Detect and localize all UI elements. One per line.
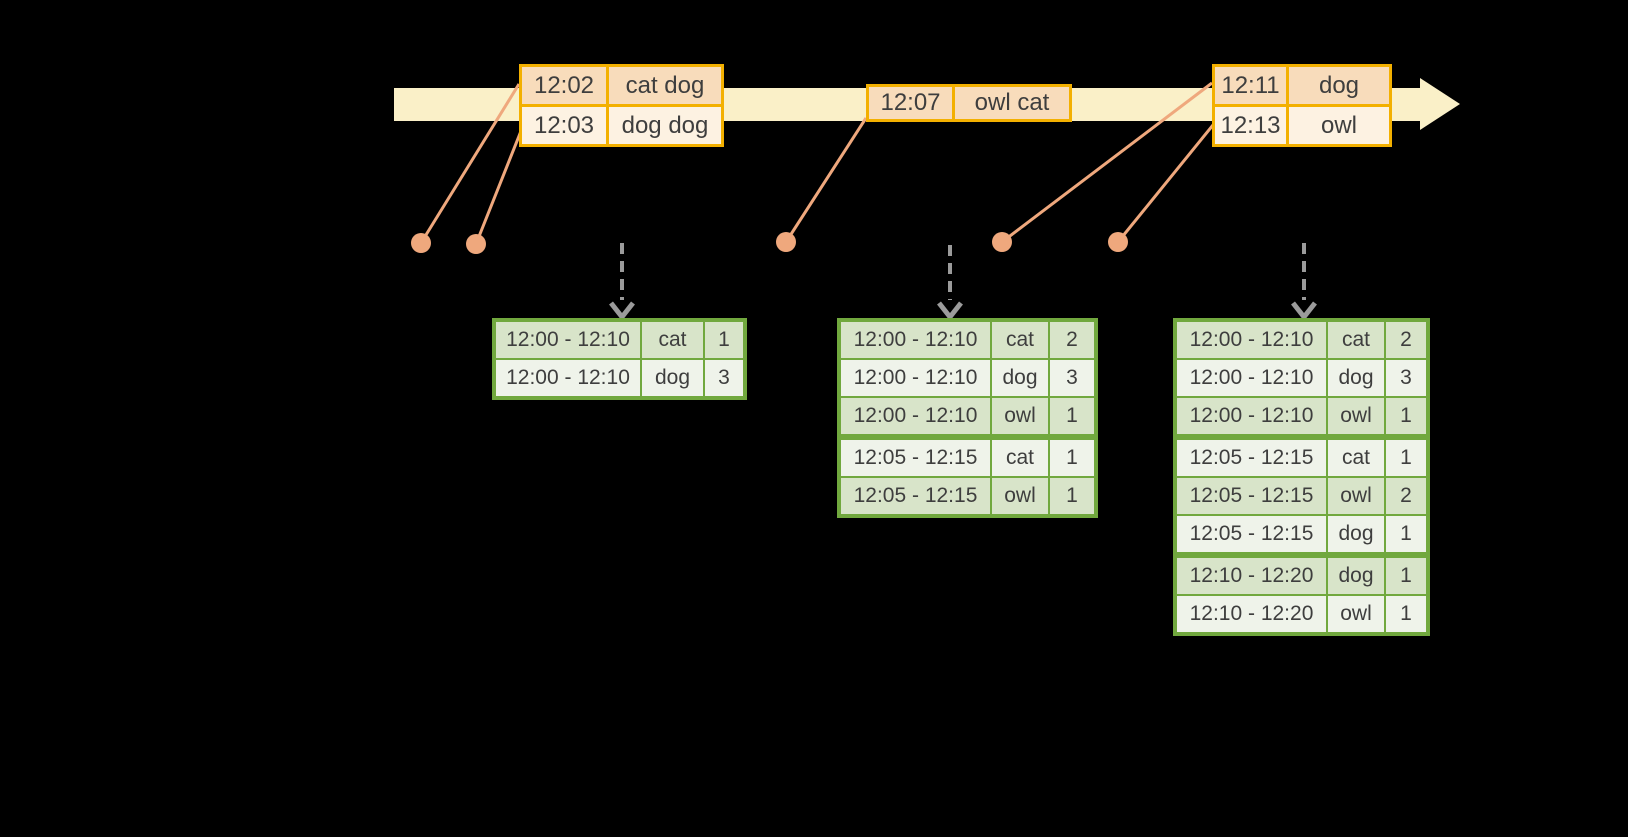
event-time-dot (992, 232, 1012, 252)
word-cell: dog (1328, 558, 1384, 594)
word-cell: cat (992, 322, 1048, 358)
window-cell: 12:00 - 12:10 (841, 398, 990, 434)
event-time-dot (1108, 232, 1128, 252)
count-cell: 3 (1050, 360, 1094, 396)
word-cell: dog (1328, 516, 1384, 552)
word-cell: cat (992, 440, 1048, 476)
count-cell: 1 (1386, 398, 1426, 434)
timeline-arrowhead-icon (1420, 78, 1460, 130)
word-cell: dog (1328, 360, 1384, 396)
word-cell: owl (1328, 596, 1384, 632)
window-cell: 12:10 - 12:20 (1177, 596, 1326, 632)
window-cell: 12:00 - 12:10 (1177, 360, 1326, 396)
word-cell: cat (1328, 440, 1384, 476)
window-cell: 12:00 - 12:10 (496, 322, 640, 358)
event-time-cell: 12:11 (1215, 67, 1286, 104)
count-cell: 2 (1386, 478, 1426, 514)
event-time-cell: 12:13 (1215, 107, 1286, 144)
word-cell: dog (992, 360, 1048, 396)
word-cell: cat (642, 322, 703, 358)
event-connector-line (419, 83, 521, 244)
word-cell: owl (1328, 478, 1384, 514)
word-cell: dog (642, 360, 703, 396)
count-cell: 2 (1386, 322, 1426, 358)
count-cell: 1 (1050, 440, 1094, 476)
count-cell: 1 (1386, 596, 1426, 632)
event-connector-line (1001, 81, 1213, 244)
trigger-arrowhead-icon (1291, 301, 1317, 322)
count-cell: 1 (1386, 516, 1426, 552)
event-time-cell: 12:02 (522, 67, 606, 104)
window-cell: 12:05 - 12:15 (1177, 440, 1326, 476)
event-words-cell: cat dog (609, 67, 721, 104)
window-cell: 12:00 - 12:10 (1177, 322, 1326, 358)
word-cell: owl (992, 478, 1048, 514)
event-words-cell: dog (1289, 67, 1389, 104)
count-cell: 1 (1050, 398, 1094, 434)
window-cell: 12:00 - 12:10 (841, 360, 990, 396)
event-time-dot (466, 234, 486, 254)
count-cell: 1 (1050, 478, 1094, 514)
word-cell: owl (1328, 398, 1384, 434)
event-time-cell: 12:03 (522, 107, 606, 144)
word-cell: owl (992, 398, 1048, 434)
event-connector-line (1116, 124, 1215, 243)
event-connector-line (474, 125, 525, 245)
window-cell: 12:10 - 12:20 (1177, 558, 1326, 594)
window-cell: 12:00 - 12:10 (496, 360, 640, 396)
count-cell: 1 (705, 322, 743, 358)
window-cell: 12:00 - 12:10 (841, 322, 990, 358)
event-words-cell: owl (1289, 107, 1389, 144)
window-cell: 12:05 - 12:15 (841, 440, 990, 476)
event-words-cell: dog dog (609, 107, 721, 144)
event-time-cell: 12:07 (869, 87, 952, 119)
count-cell: 3 (1386, 360, 1426, 396)
window-cell: 12:00 - 12:10 (1177, 398, 1326, 434)
word-cell: cat (1328, 322, 1384, 358)
event-words-cell: owl cat (955, 87, 1069, 119)
count-cell: 1 (1386, 440, 1426, 476)
count-cell: 1 (1386, 558, 1426, 594)
window-cell: 12:05 - 12:15 (1177, 478, 1326, 514)
trigger-arrowhead-icon (937, 301, 963, 322)
trigger-arrowhead-icon (609, 301, 635, 322)
count-cell: 3 (705, 360, 743, 396)
window-cell: 12:05 - 12:15 (1177, 516, 1326, 552)
event-time-dot (776, 232, 796, 252)
event-connector-line (784, 117, 868, 243)
count-cell: 2 (1050, 322, 1094, 358)
event-time-dot (411, 233, 431, 253)
window-cell: 12:05 - 12:15 (841, 478, 990, 514)
